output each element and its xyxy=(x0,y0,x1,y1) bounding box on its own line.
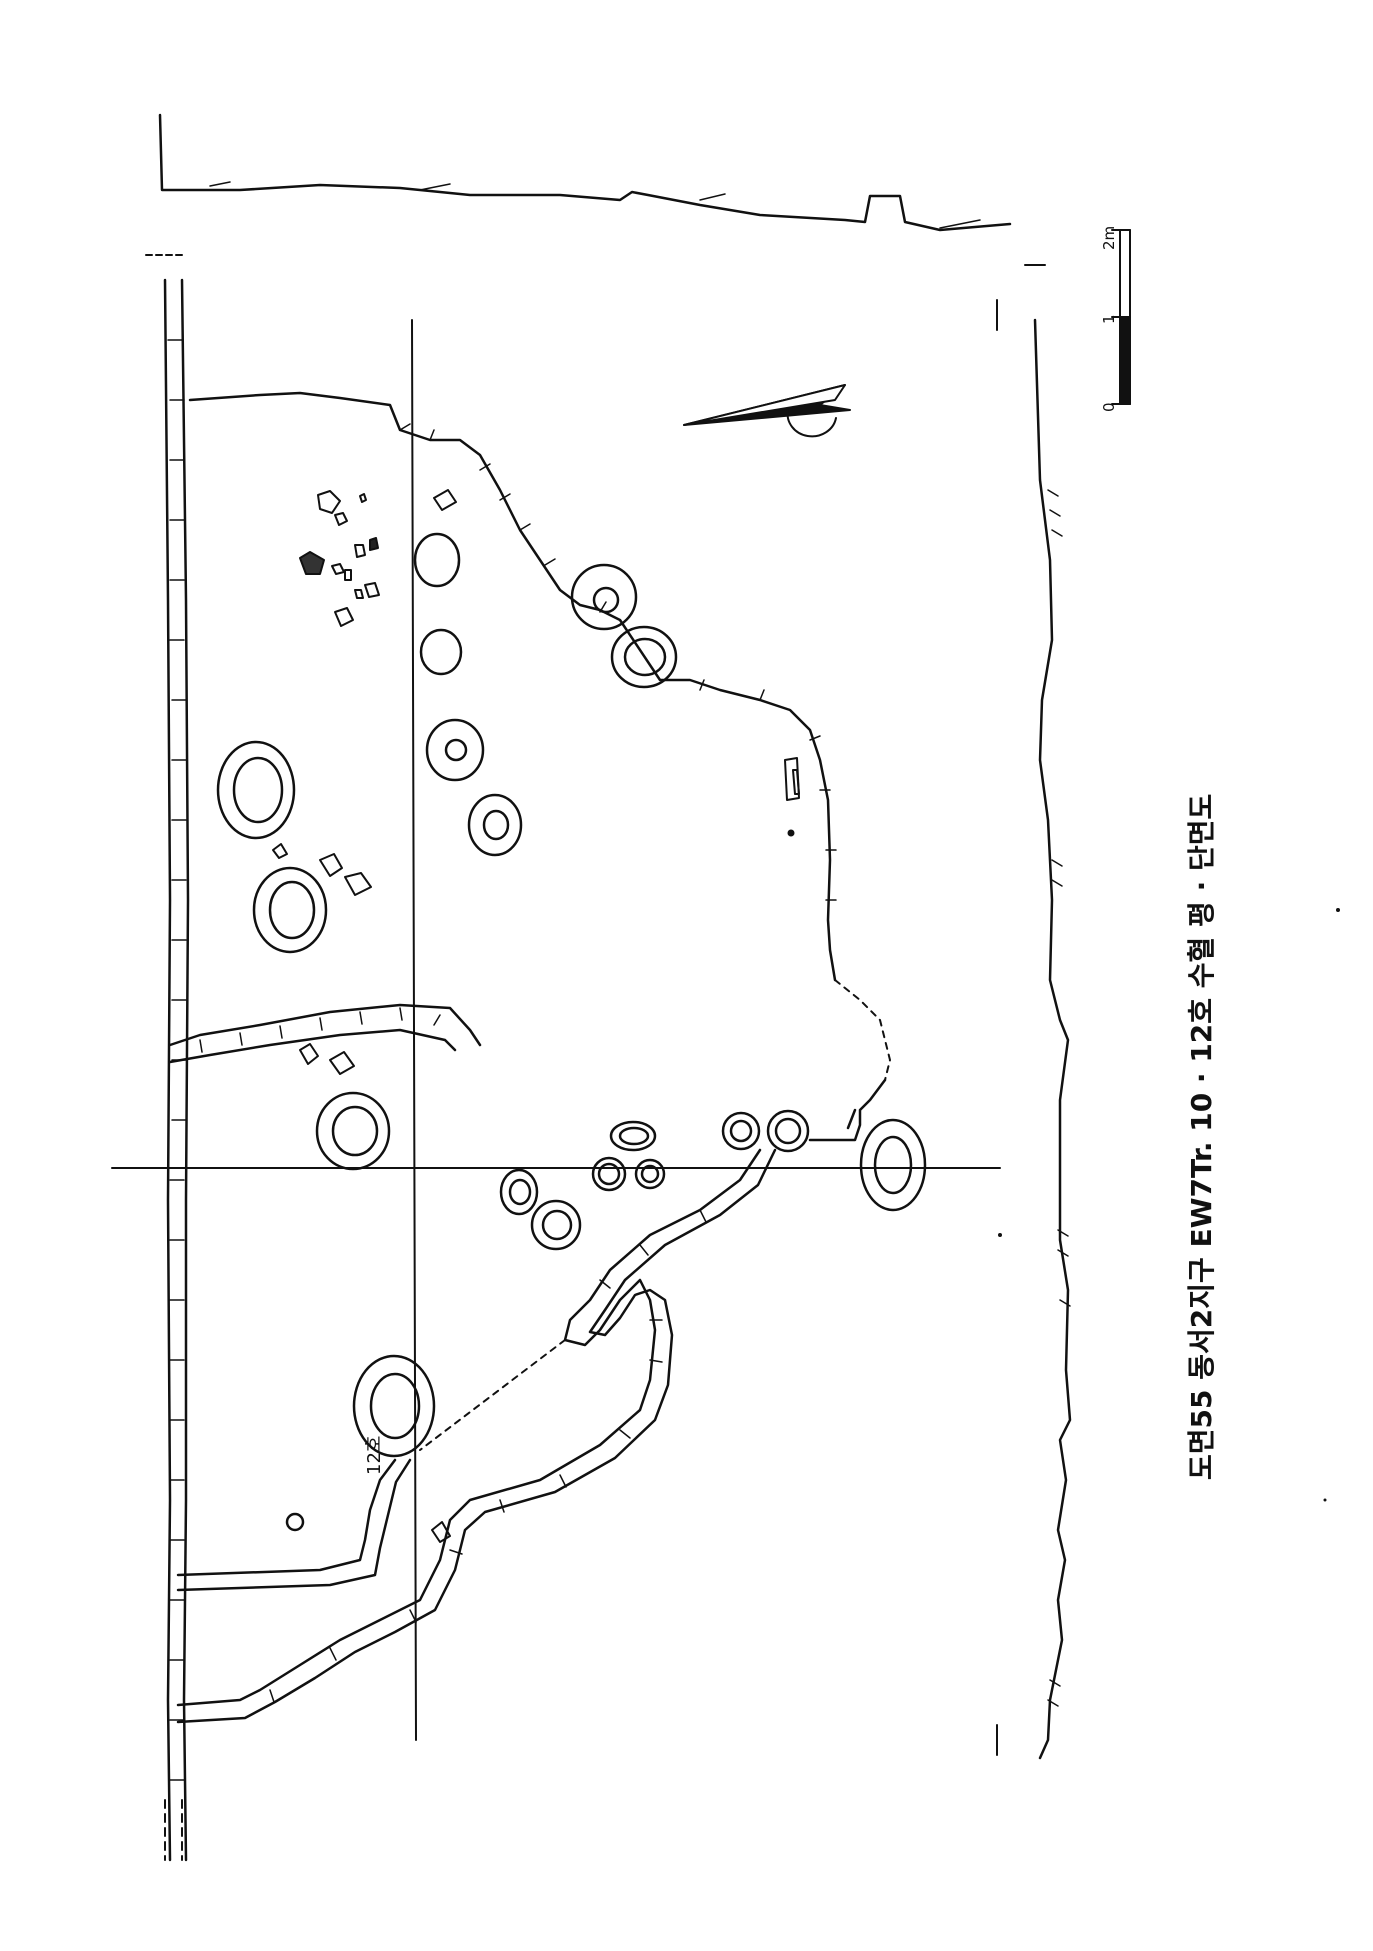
trench-wall-left xyxy=(163,278,190,1862)
section-markers xyxy=(145,254,1046,1756)
scale-bar-graphic xyxy=(1111,229,1131,405)
section-profile xyxy=(158,113,1012,232)
post-holes xyxy=(216,532,927,1532)
scale-tick-1: 1 xyxy=(1100,314,1118,324)
figure-caption: 도면55 동서2지구 EW7Tr. 10 · 12호 수혈 평 · 단면도 xyxy=(1185,793,1218,1480)
noise-dots xyxy=(998,908,1340,1502)
stones xyxy=(272,489,800,1543)
scale-tick-0: 0 xyxy=(1100,402,1118,412)
scale-tick-2m: 2m xyxy=(1100,225,1118,250)
section-edge-right xyxy=(1033,318,1072,1760)
grid-axes xyxy=(111,319,1001,1741)
pit-outline xyxy=(188,391,891,1142)
channel-ditches xyxy=(168,1003,777,1724)
feature-label-12: 12호 xyxy=(364,1435,385,1475)
north-arrow-icon xyxy=(683,384,851,438)
